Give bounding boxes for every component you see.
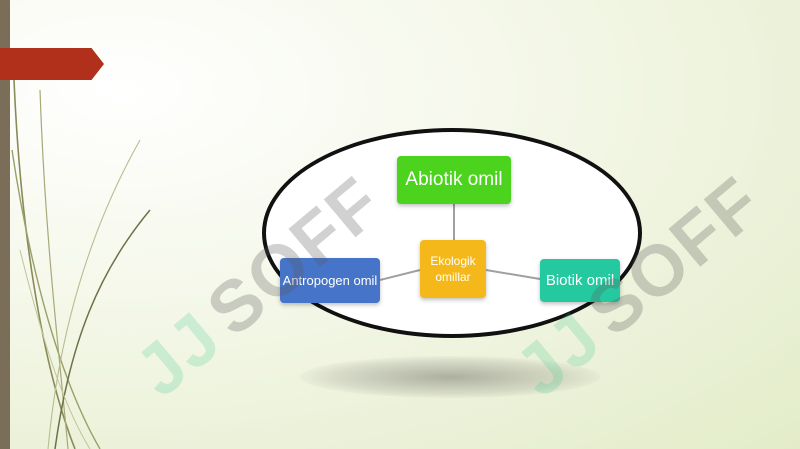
node-ekologik-omillar: Ekologik omillar xyxy=(420,240,486,298)
connector-antropogen xyxy=(379,269,421,281)
node-ekologik-label: Ekologik omillar xyxy=(430,254,476,284)
node-abiotik-label: Abiotik omil xyxy=(405,169,503,190)
node-biotik-label: Biotik omil xyxy=(545,272,615,289)
diagram-shadow xyxy=(300,356,600,398)
slide-left-bar xyxy=(0,0,10,449)
node-antropogen-omil: Antropogen omil xyxy=(280,258,380,303)
title-accent-tab xyxy=(0,48,104,80)
node-biotik-omil: Biotik omil xyxy=(540,259,620,302)
node-antropogen-label: Antropogen omil xyxy=(282,273,378,288)
connector-biotik xyxy=(485,269,541,280)
node-abiotik-omil: Abiotik omil xyxy=(397,156,511,204)
